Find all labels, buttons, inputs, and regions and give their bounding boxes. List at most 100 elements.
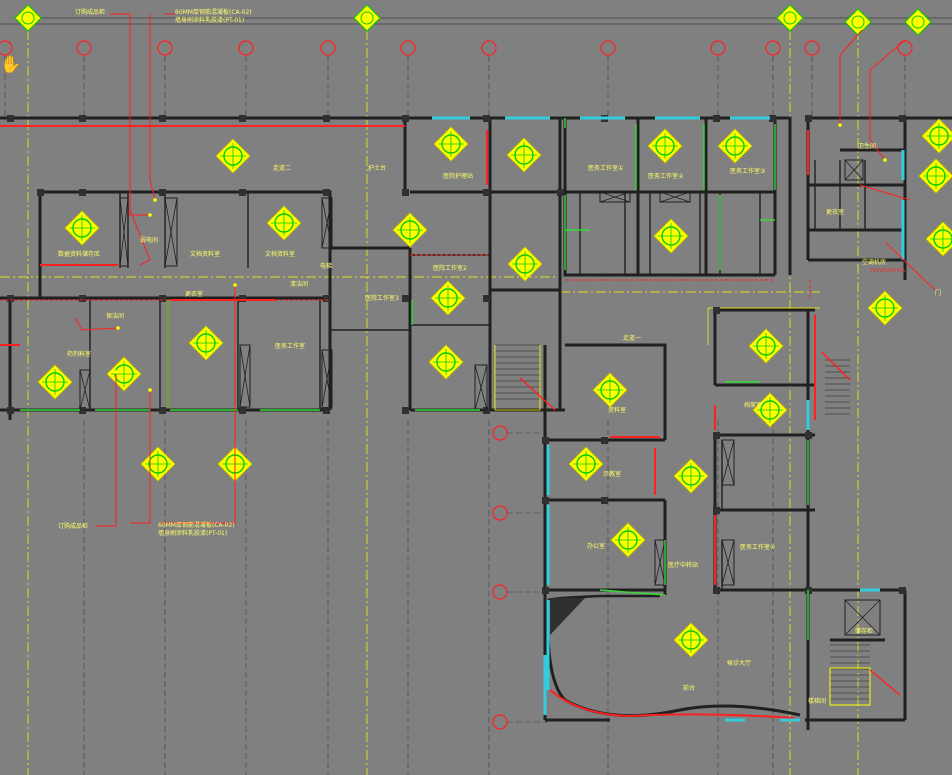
shaft-box	[844, 599, 881, 636]
hatch-x	[884, 267, 888, 273]
room-label: 卫生间	[858, 142, 876, 150]
grid-bubbles	[0, 40, 913, 775]
callout-leader	[130, 390, 151, 524]
hatch-x	[890, 267, 894, 273]
room-label: 文档资料室	[265, 250, 295, 258]
callout-text: 订购成品柜	[75, 8, 105, 16]
column	[79, 189, 86, 196]
hatch-x	[881, 267, 885, 273]
shaft-cross	[321, 349, 333, 409]
column	[483, 189, 490, 196]
grid-bubble	[481, 40, 497, 56]
callout-text: 订购成品柜	[58, 522, 88, 530]
grid-bubble	[492, 584, 508, 600]
shaft-box	[164, 197, 178, 267]
column	[542, 497, 549, 504]
grid-bubble	[710, 40, 726, 56]
column	[899, 115, 906, 122]
column	[483, 115, 490, 122]
grid-bubble	[600, 40, 616, 56]
callout-text: 墙身刷涂料乳胶漆(PT-01)	[158, 529, 227, 537]
column	[713, 432, 720, 439]
room-label: 候诊大厅	[727, 659, 751, 667]
column	[402, 295, 409, 302]
grid-bubble	[238, 40, 254, 56]
column	[239, 295, 246, 302]
room-label: 弱电间	[140, 236, 158, 244]
column	[37, 189, 44, 196]
axis-marker-ring	[851, 15, 865, 29]
column	[601, 437, 608, 444]
callout-leader	[129, 209, 151, 266]
shaft-box	[721, 439, 735, 486]
leader-dot	[114, 370, 118, 374]
shaft-cross	[119, 197, 129, 267]
room-label: 更衣室	[826, 208, 844, 216]
column	[769, 115, 776, 122]
column	[159, 407, 166, 414]
shaft-box	[659, 191, 691, 203]
column	[323, 189, 330, 196]
ceiling-fixtures	[37, 118, 952, 658]
axis-marker-diamond	[776, 4, 804, 32]
room-label: 医务工作室①	[588, 164, 623, 172]
column	[713, 307, 720, 314]
axis-marker-diamond	[844, 8, 872, 36]
column	[402, 189, 409, 196]
column	[601, 497, 608, 504]
hatch-x	[887, 267, 891, 273]
grid-bubble	[492, 714, 508, 730]
room-label: 保洁间	[106, 312, 124, 320]
column	[557, 189, 564, 196]
column	[542, 587, 549, 594]
room-label: 走道一	[623, 334, 641, 342]
callout-text: 60MM厚钢筋混凝板(CA-02)	[175, 8, 252, 16]
grid-bubble	[804, 40, 820, 56]
shaft-box	[721, 539, 735, 586]
column	[239, 115, 246, 122]
shaft-cross	[844, 599, 881, 636]
shaft-cross	[321, 197, 333, 249]
column	[483, 295, 490, 302]
room-label: 电梯	[320, 262, 332, 270]
leader-dot	[883, 158, 887, 162]
column	[7, 407, 14, 414]
leader-dot	[116, 326, 120, 330]
column	[159, 189, 166, 196]
leader-dot	[148, 213, 152, 217]
wall-segment	[565, 343, 667, 440]
shaft-cross	[474, 364, 488, 411]
red-curve-edge	[549, 689, 796, 719]
column	[159, 115, 166, 122]
grid-bubble	[765, 40, 781, 56]
axis-lines	[0, 4, 952, 775]
hatch-x	[872, 267, 876, 273]
shaft-cross	[239, 344, 251, 408]
room-label: 护士台	[368, 164, 386, 172]
shaft-box	[321, 349, 333, 409]
room-label: 医院工作室3	[365, 294, 399, 302]
hand-pan-icon[interactable]: ✋	[0, 55, 22, 75]
grid-bubble	[897, 40, 913, 56]
room-label: 走道二	[273, 164, 291, 172]
hatch-x	[902, 267, 906, 273]
callout-leader	[74, 317, 119, 331]
shaft-cross	[654, 539, 666, 586]
shaft-cross	[721, 539, 735, 586]
column	[7, 295, 14, 302]
callout-leader	[110, 13, 150, 216]
callout-leader	[859, 184, 911, 201]
column	[323, 295, 330, 302]
hatch-x	[875, 267, 879, 273]
axis-marker-ring	[911, 15, 925, 29]
column	[713, 115, 720, 122]
shaft-cross	[721, 439, 735, 486]
curved-wall	[547, 594, 660, 602]
doors	[20, 118, 906, 640]
room-label: 清洁间	[290, 280, 308, 288]
grid-bubble	[157, 40, 173, 56]
shaft-box	[79, 369, 91, 411]
callout-leader	[884, 241, 936, 291]
